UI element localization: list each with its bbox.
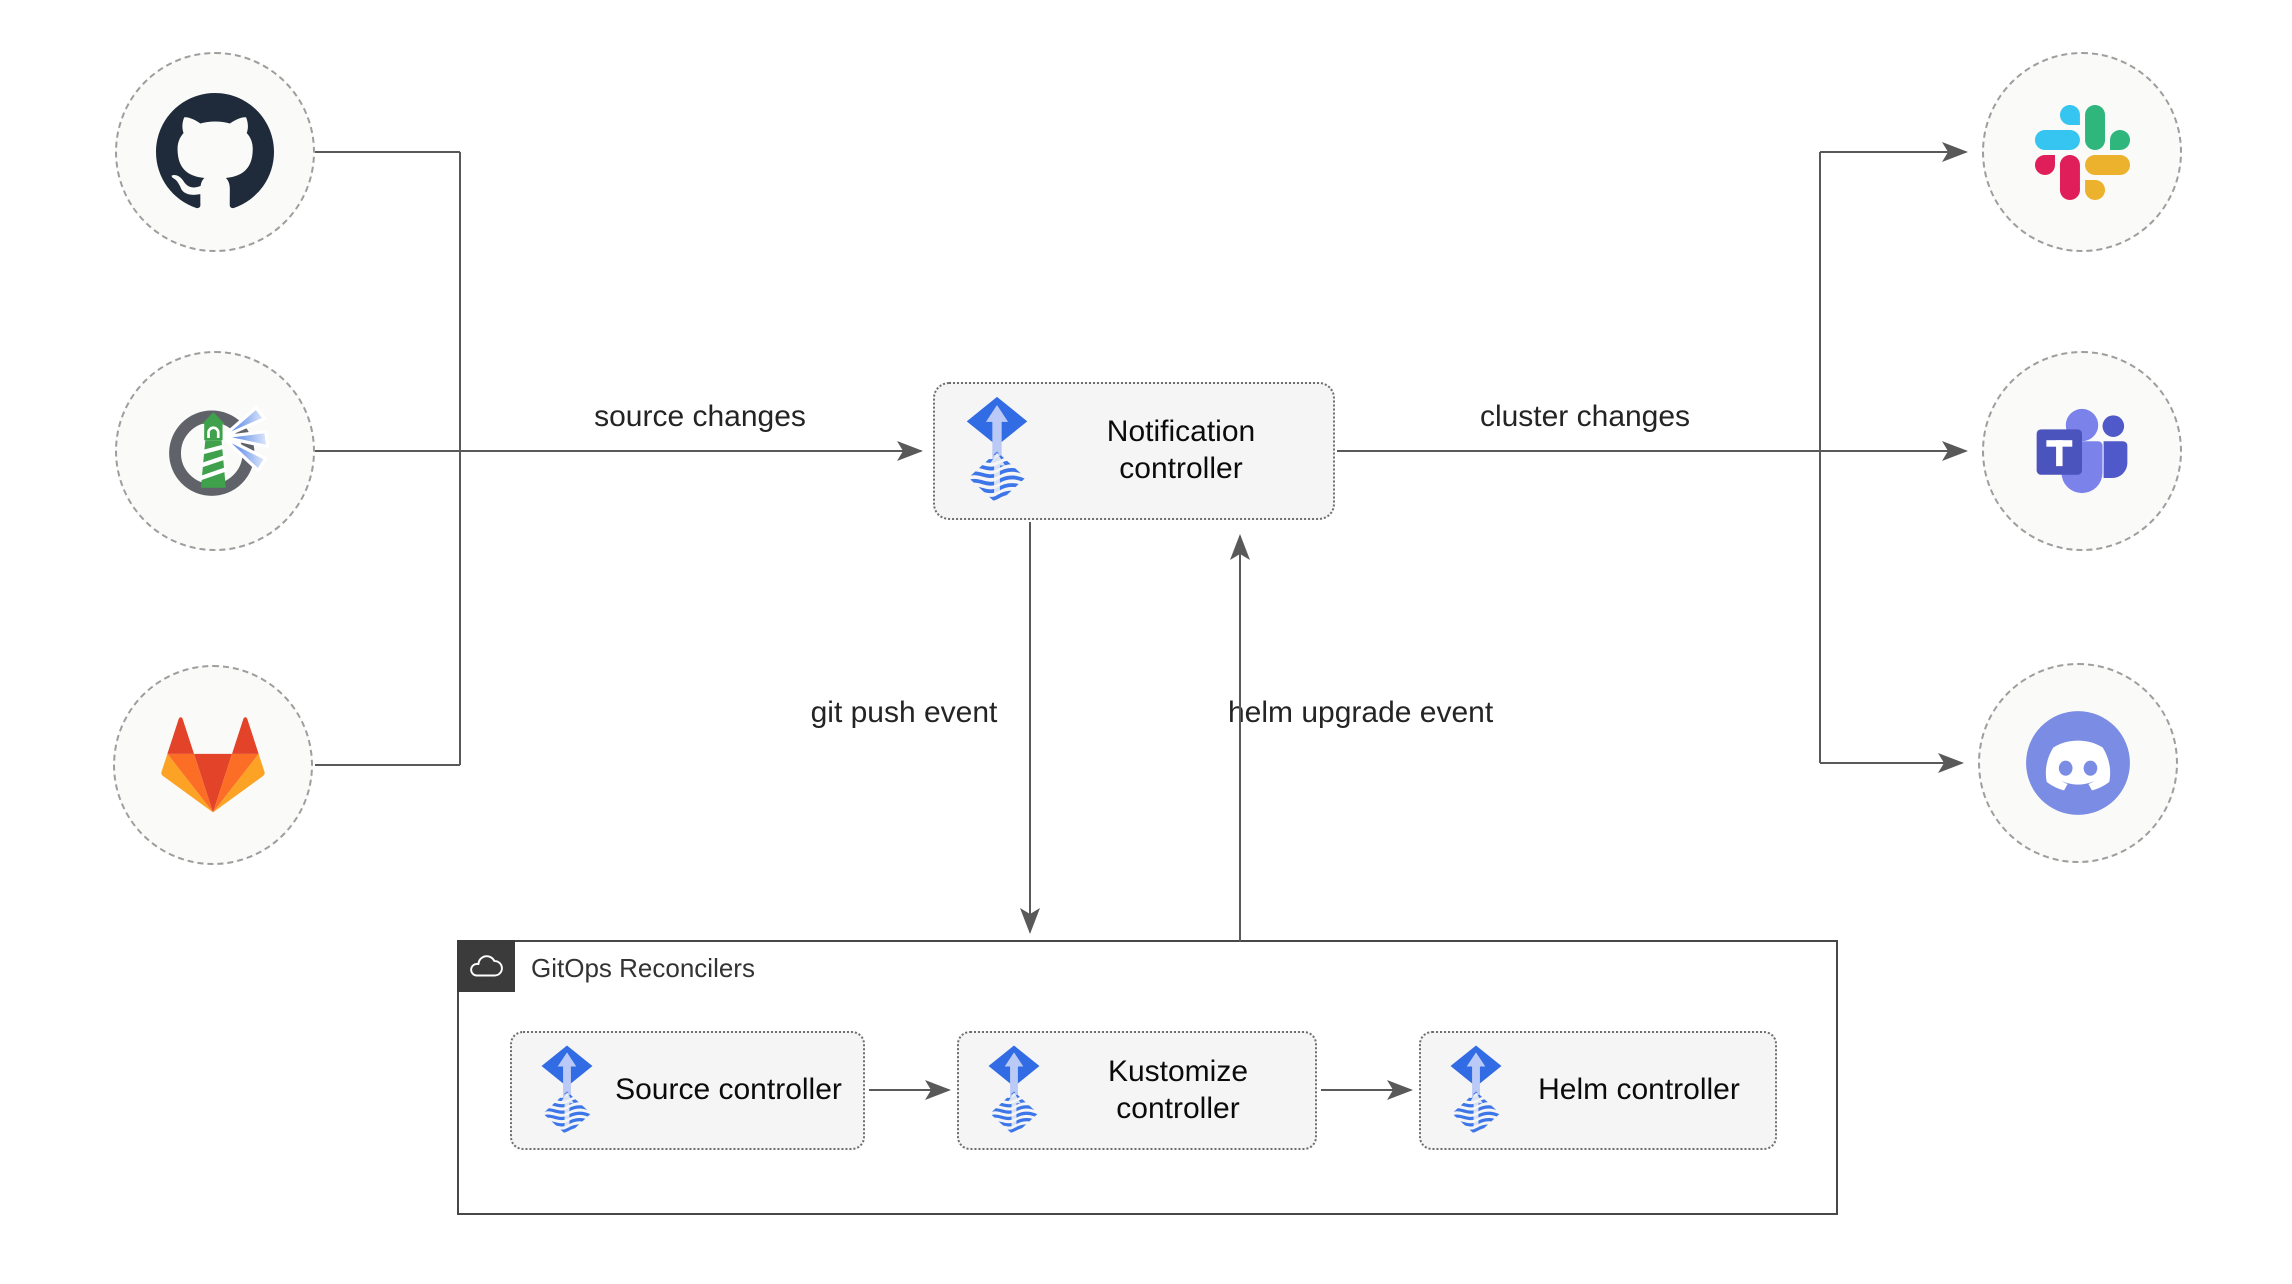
source-controller-label: Source controller [615,1073,842,1107]
group-tab [457,940,515,992]
github-icon [156,93,274,209]
flux-icon [987,1044,1041,1138]
helm-controller-label: Helm controller [1538,1073,1740,1107]
node-gitlab [113,665,313,865]
flux-icon [965,395,1029,507]
node-helm-controller: Helm controller [1419,1031,1777,1150]
edge-label-source-changes: source changes [594,400,806,433]
flux-icon [540,1044,594,1138]
node-notification-controller: Notification controller [933,382,1335,520]
node-slack [1982,52,2182,252]
node-discord [1978,663,2178,863]
group-title: GitOps Reconcilers [531,953,755,983]
node-kustomize-controller: Kustomize controller [957,1031,1317,1150]
harbor-icon [169,405,269,496]
kustomize-controller-label: Kustomize controller [1107,1054,1249,1125]
discord-icon [2026,711,2130,815]
gitlab-icon [161,716,265,812]
node-harbor [115,351,315,551]
node-github [115,52,315,252]
slack-icon [2034,104,2130,200]
node-source-controller: Source controller [510,1031,865,1150]
cloud-icon [470,954,503,976]
flux-icon [1449,1044,1503,1138]
notification-controller-label: Notification controller [1106,415,1256,485]
edge-label-helm-upgrade-event: helm upgrade event [1228,696,1494,729]
teams-icon [2036,408,2128,494]
edge-label-git-push-event: git push event [810,696,998,729]
edge-label-cluster-changes: cluster changes [1479,400,1691,433]
node-teams [1982,351,2182,551]
